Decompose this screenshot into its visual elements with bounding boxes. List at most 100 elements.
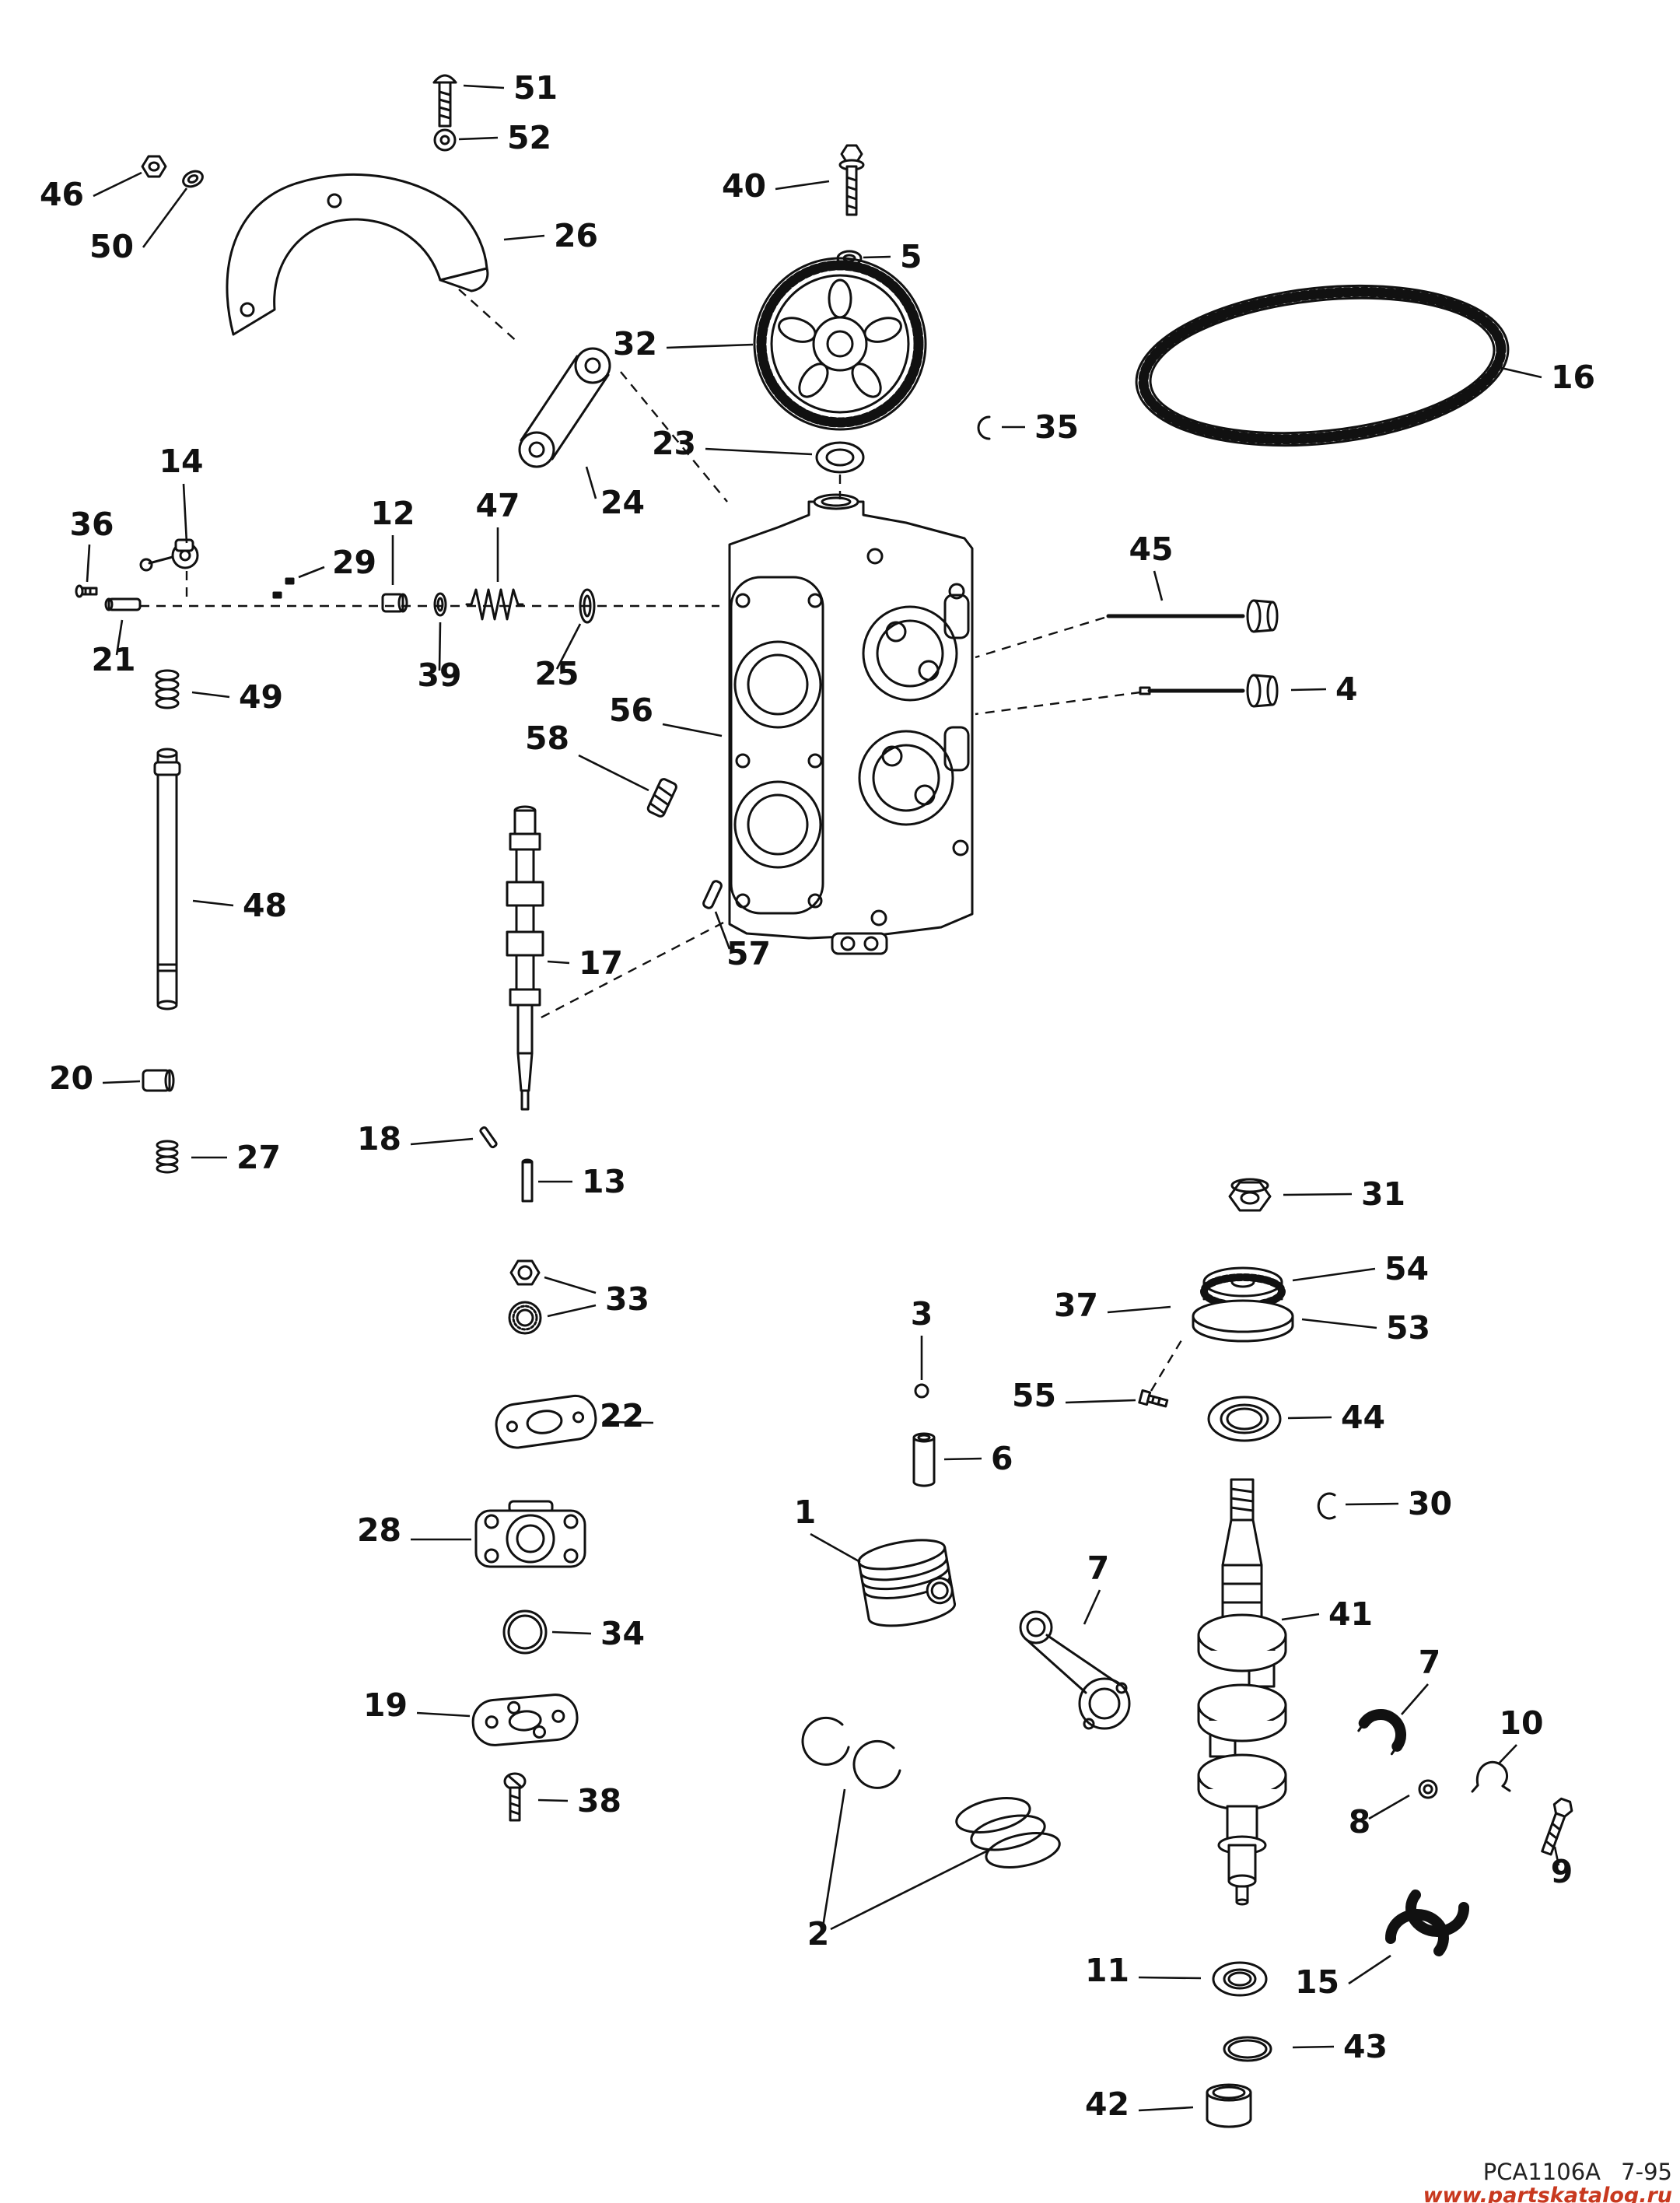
seal-23 [815,441,865,474]
timing-belt-16 [1135,284,1510,447]
leader-line-50-0 [142,187,188,248]
nut-46 [141,155,167,178]
part-number-54-34: 54 [1384,1250,1429,1287]
leader-line-2-1 [830,1847,993,1931]
part-number-46-2: 46 [40,176,84,213]
leader-line-36-0 [86,544,91,583]
o-ring-34 [502,1609,548,1655]
washer-52 [433,128,457,152]
footer: PCA1106A 7-95 www.partskatalog.ru [1423,2159,1672,2203]
part-number-30-43: 30 [1408,1485,1452,1522]
screw-55 [1138,1389,1169,1408]
leader-line-15-0 [1348,1954,1391,1985]
camshaft-17 [506,805,544,1111]
rod-48 [153,748,181,1010]
housing-28 [474,1500,586,1568]
part-number-7-46: 7 [1087,1550,1110,1587]
leader-line-55-0 [1065,1399,1136,1404]
part-number-27-30: 27 [236,1139,281,1176]
washer-8 [1418,1779,1438,1799]
part-number-29-16: 29 [332,544,376,581]
part-number-18-29: 18 [357,1120,401,1158]
part-number-22-37: 22 [600,1397,644,1434]
part-number-31-32: 31 [1361,1175,1405,1213]
leader-line-46-0 [93,171,142,198]
part-number-57-27: 57 [726,935,771,972]
part-number-44-40: 44 [1341,1399,1385,1436]
leader-line-16-0 [1500,366,1542,379]
washer-39 [433,592,447,617]
part-number-4-21: 4 [1335,671,1358,708]
leader-line-54-0 [1292,1267,1376,1282]
clip-35 [977,415,991,440]
shaft-end-21 [104,597,142,611]
camshaft-pulley-32 [753,257,927,431]
ring-set-2 [801,1716,1061,1869]
leader-line-44-0 [1287,1416,1332,1420]
bolt-9 [1541,1797,1573,1856]
leader-line-10-0 [1499,1744,1517,1763]
leader-line-33-0 [544,1276,597,1294]
wire-clip-10 [1471,1760,1511,1793]
piston-pin-6 [912,1432,936,1487]
seal-44 [1207,1396,1282,1442]
leader-line-49-0 [191,691,230,699]
crankshaft-pulley-54-53 [1192,1266,1294,1343]
leader-line-52-0 [458,136,499,141]
pin-18 [479,1126,498,1149]
part-number-14-12: 14 [159,443,203,480]
leader-line-7-0 [1401,1683,1429,1715]
leader-line-56-0 [662,723,723,737]
part-number-58-24: 58 [525,720,569,757]
part-number-6-41: 6 [991,1440,1013,1477]
gasket-22 [495,1394,597,1449]
connecting-rod-7 [1019,1610,1131,1730]
valve-45 [1106,599,1279,633]
part-number-26-4: 26 [554,217,598,254]
dowel-58 [646,778,677,818]
leader-line-32-0 [666,343,754,349]
leader-line-9-0 [1553,1846,1560,1866]
crankshaft-41 [1197,1478,1287,1906]
nut-and-bushing-33 [508,1259,542,1335]
bearing-halves-15 [1385,1890,1469,1956]
watermark-url: www.partskatalog.ru [1423,2184,1672,2203]
leader-line-1-0 [810,1532,861,1564]
part-number-8-52: 8 [1349,1803,1371,1841]
leader-line-34-0 [551,1630,592,1635]
screw-36 [75,584,98,598]
leader-line-53-0 [1301,1318,1377,1329]
detent-parts-29 [272,577,295,599]
part-number-9-53: 9 [1551,1853,1573,1890]
part-number-10-51: 10 [1499,1704,1543,1742]
part-number-23-10: 23 [652,425,696,462]
leader-line-45-0 [1153,570,1164,601]
piston-1 [857,1539,956,1627]
part-number-45-20: 45 [1129,531,1173,568]
leader-line-31-0 [1283,1193,1353,1196]
leader-line-7-0 [1083,1589,1101,1625]
leader-line-24-0 [585,466,597,499]
part-number-35-9: 35 [1034,408,1079,446]
screw-38 [503,1772,527,1822]
spring-47 [465,588,524,621]
part-number-42-58: 42 [1085,2086,1129,2123]
diagram-code: PCA1106A [1483,2159,1601,2185]
diagram-revision-date: 7-95 [1621,2159,1672,2185]
part-number-56-23: 56 [609,692,653,729]
bushing-20 [142,1069,175,1092]
part-number-48-25: 48 [243,887,287,924]
bracket-24 [518,347,611,468]
leader-line-39-0 [438,622,442,671]
part-number-11-55: 11 [1085,1952,1129,1989]
part-number-1-45: 1 [794,1494,817,1531]
bearing-half-7 [1357,1709,1406,1756]
part-number-32-7: 32 [613,325,657,362]
part-number-5-6: 5 [900,238,922,275]
part-number-47-15: 47 [475,487,520,524]
retainer-3 [914,1383,929,1399]
o-ring-43 [1223,2036,1272,2062]
cover-plate-19 [471,1693,579,1746]
